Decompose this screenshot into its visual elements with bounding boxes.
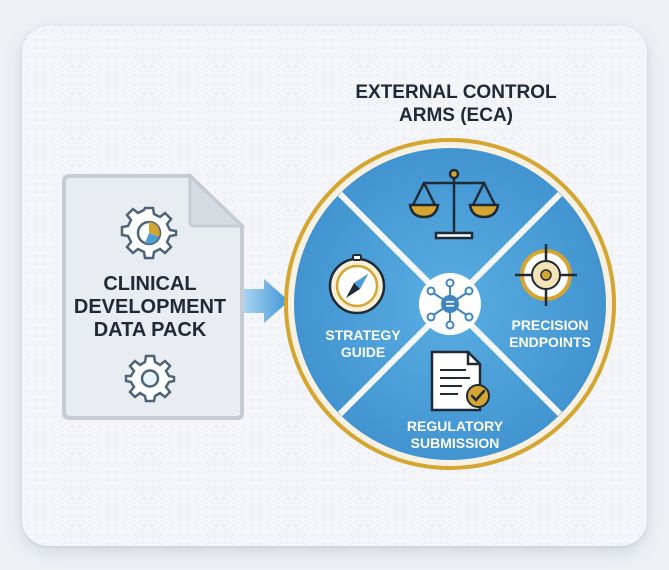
document-title-line2: DEVELOPMENT (74, 296, 226, 318)
flow-arrow (244, 279, 289, 323)
network-hub-icon (426, 278, 474, 330)
document-title-line3: DATA PACK (94, 319, 207, 341)
data-pack-document (62, 172, 246, 420)
segment-label-strategy-line2: GUIDE (341, 344, 385, 360)
diagram-title-line2: ARMS (ECA) (399, 105, 513, 126)
document-check-icon (430, 350, 490, 412)
target-icon (515, 244, 577, 306)
diagram-title-line1: EXTERNAL CONTROL (355, 82, 557, 103)
compass-icon (328, 254, 386, 315)
scales-icon (408, 168, 500, 240)
document-title-line1: CLINICAL (103, 273, 196, 295)
gear-icon (120, 206, 178, 260)
segment-label-regulatory-line2: SUBMISSION (411, 435, 500, 451)
gear-icon (124, 354, 176, 403)
segment-label-regulatory-line1: REGULATORY (407, 418, 504, 434)
segment-label-strategy-line1: STRATEGY (325, 327, 401, 343)
segment-label-precision-line2: ENDPOINTS (509, 334, 591, 350)
segment-label-precision-line1: PRECISION (511, 317, 588, 333)
